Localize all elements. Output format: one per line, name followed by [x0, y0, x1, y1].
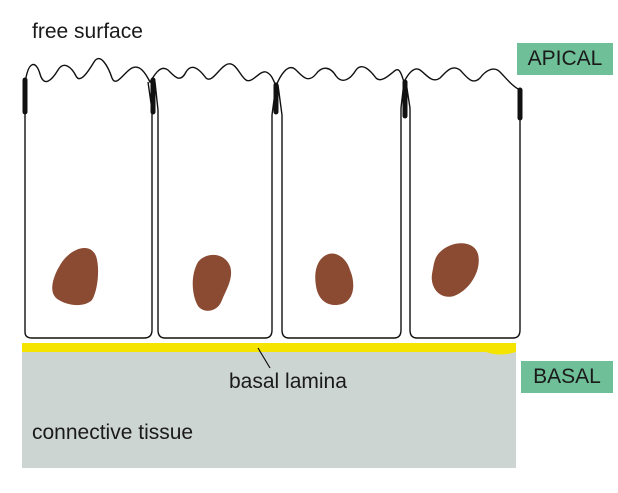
cell-3-outline — [277, 81, 405, 339]
connective-tissue-label: connective tissue — [32, 421, 194, 444]
nuclei — [52, 243, 479, 311]
connective-tissue-region — [22, 352, 516, 468]
nucleus — [431, 243, 479, 297]
free-surface-label: free surface — [32, 20, 143, 43]
basal-lamina-band — [22, 343, 516, 355]
cell-outlines — [24, 81, 521, 339]
cell-4-outline — [405, 81, 521, 339]
free-surface-line — [24, 57, 521, 91]
nucleus — [315, 253, 354, 306]
cell-1-outline — [24, 81, 153, 339]
junctions — [22, 77, 523, 121]
nucleus — [52, 248, 99, 306]
basal-lamina-label: basal lamina — [229, 370, 347, 393]
nucleus — [192, 254, 232, 311]
cell-2-outline — [154, 81, 277, 339]
basal-tag: BASAL — [521, 361, 613, 393]
apical-tag: APICAL — [517, 43, 613, 75]
basal-lamina-leader — [257, 347, 271, 369]
